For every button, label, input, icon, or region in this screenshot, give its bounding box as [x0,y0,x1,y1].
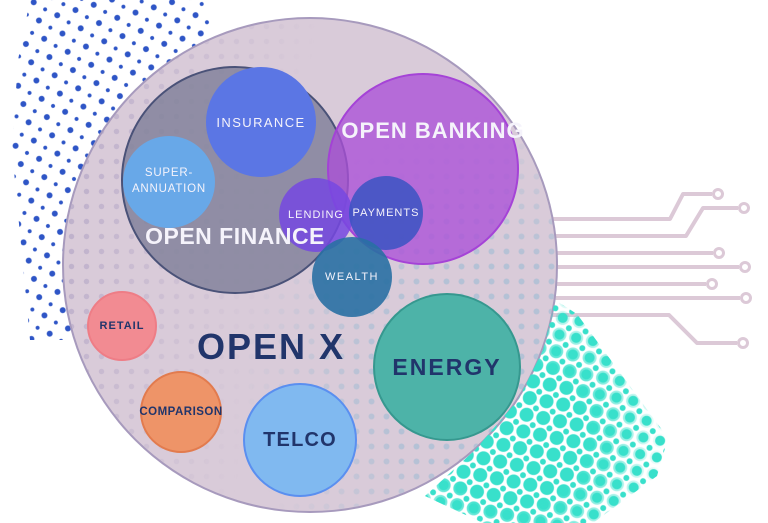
open-x-title: OPEN X [196,326,346,367]
comparison-circle: COMPARISON [139,371,223,453]
circuit-trace [534,192,712,221]
superannuation-label-line1: SUPER- [144,167,194,180]
wealth-circle: WEALTH [312,237,392,317]
retail-label: RETAIL [99,320,145,332]
payments-label: PAYMENTS [352,207,420,219]
circuit-node [737,337,749,349]
open-finance-title: OPEN FINANCE [135,223,335,249]
circuit-node [739,261,751,273]
circuit-node [738,202,750,214]
insurance-circle: INSURANCE [206,67,316,177]
circuit-trace [534,206,738,238]
open-banking-title: OPEN BANKING [333,118,533,143]
energy-circle: ENERGY [373,293,521,441]
comparison-label: COMPARISON [139,406,223,418]
circuit-node [712,188,724,200]
open-finance-title-line1: OPEN [145,223,213,249]
telco-label: TELCO [263,428,337,451]
open-banking-title-line1: OPEN [341,118,408,143]
circuit-node [740,292,752,304]
energy-label: ENERGY [392,353,502,380]
retail-circle: RETAIL [87,291,157,361]
circuit-node [706,278,718,290]
open-banking-title-line2: BANKING [414,118,525,143]
telco-circle: TELCO [243,383,357,497]
superannuation-circle: SUPER- ANNUATION [123,136,215,228]
open-finance-title-line2: FINANCE [219,223,325,249]
wealth-label: WEALTH [324,271,380,283]
lending-label: LENDING [288,209,344,221]
superannuation-label-line2: ANNUATION [131,183,207,195]
insurance-label: INSURANCE [216,114,306,130]
circuit-trace [534,313,737,345]
circuit-node [713,247,725,259]
